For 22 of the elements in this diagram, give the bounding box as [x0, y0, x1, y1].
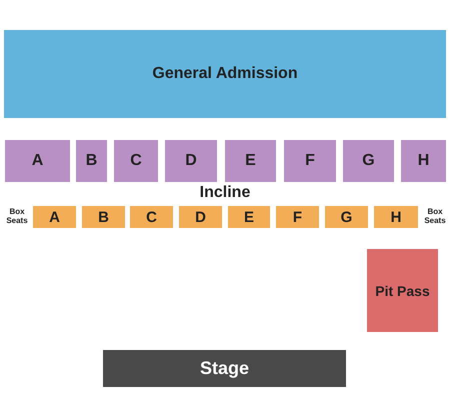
seating-section: G: [325, 206, 368, 228]
seating-section: General Admission: [4, 30, 446, 118]
seating-section: H: [401, 140, 446, 182]
seating-section: E: [228, 206, 270, 228]
seating-section: F: [276, 206, 319, 228]
seating-section: G: [343, 140, 394, 182]
seating-section: B: [76, 140, 107, 182]
seating-section: A: [33, 206, 76, 228]
area-label: Incline: [198, 184, 252, 202]
seating-section: Pit Pass: [367, 249, 438, 332]
stage-block: Stage: [103, 350, 346, 387]
seating-section: D: [165, 140, 217, 182]
section-label: Box Seats: [5, 207, 29, 226]
seating-section: A: [5, 140, 70, 182]
section-label: Box Seats: [423, 207, 447, 226]
seating-section: D: [179, 206, 222, 228]
seating-section: B: [82, 206, 125, 228]
seating-section: C: [114, 140, 158, 182]
seating-section: E: [225, 140, 276, 182]
seating-section: C: [130, 206, 173, 228]
seating-section: F: [284, 140, 336, 182]
seating-section: H: [374, 206, 418, 228]
